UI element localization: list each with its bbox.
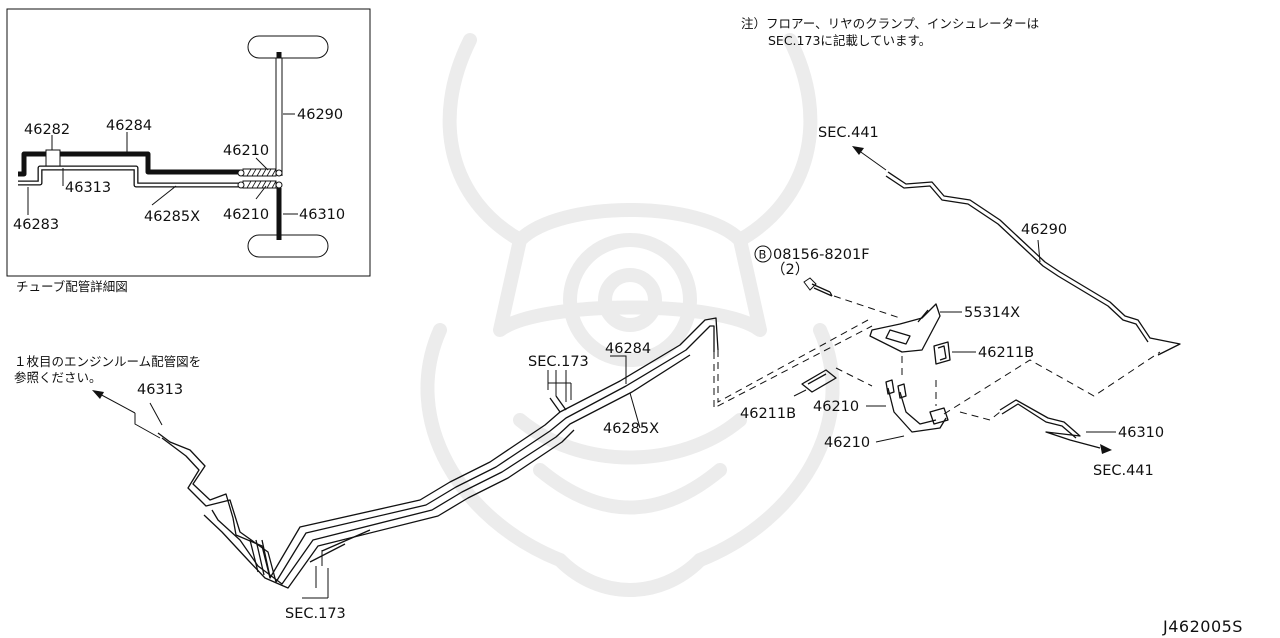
tube-46310: [959, 399, 1116, 454]
inset-label-46290: 46290: [297, 107, 343, 123]
inset-label-46284: 46284: [106, 118, 152, 134]
leader-sec173-mid: [547, 370, 572, 402]
leader-46284: [610, 355, 627, 384]
bolt-08156-8201f: B 08156-8201F （2）: [754, 245, 901, 319]
label-bolt-qty: （2）: [771, 261, 809, 278]
arrow-to-engine-room: [92, 390, 136, 414]
label-sec173-mid: SEC.173: [528, 354, 589, 370]
arrow-sec441-top: [852, 146, 887, 171]
leader-sec173-bottom: [302, 550, 329, 599]
label-bolt-part: 08156-8201F: [773, 247, 870, 263]
label-46310: 46310: [1118, 425, 1164, 441]
inset-label-46313: 46313: [65, 180, 111, 196]
leader-46290: [1037, 239, 1041, 263]
inset-caption: チューブ配管詳細図: [16, 279, 128, 294]
label-46210-b: 46210: [824, 435, 870, 451]
label-46290: 46290: [1021, 222, 1067, 238]
label-46313: 46313: [137, 382, 183, 398]
inset-label-46285x: 46285X: [144, 209, 200, 225]
label-sec441-bottom: SEC.441: [1093, 463, 1154, 479]
hose-46210: [835, 351, 1161, 443]
clip-46211b-left: [793, 369, 837, 397]
rear-wheel-top: [247, 35, 329, 59]
label-46211b-right: 46211B: [978, 345, 1034, 361]
bracket-55314x: [869, 303, 962, 353]
watermark-emblem: [420, 33, 840, 597]
bolt-circle-letter: B: [759, 248, 767, 262]
ref-note-line-2: 参照ください。: [14, 370, 102, 385]
clip-46211b-right: [933, 341, 976, 365]
label-46284: 46284: [605, 341, 651, 357]
label-sec173-bottom: SEC.173: [285, 606, 346, 622]
note-line-1: 注）フロアー、リヤのクランプ、インシュレーターは: [741, 16, 1039, 31]
label-55314x: 55314X: [964, 305, 1020, 321]
diagram-id: J462005S: [1162, 617, 1243, 636]
rear-wheel-bottom: [247, 234, 329, 258]
inset-label-46310: 46310: [299, 207, 345, 223]
ref-note-line-1: １枚目のエンジンルーム配管図を: [14, 354, 201, 369]
inset-label-46282: 46282: [24, 122, 70, 138]
label-46211b-left: 46211B: [740, 406, 796, 422]
note-line-2: SEC.173に記載しています。: [768, 33, 931, 48]
leader-46313: [134, 402, 163, 439]
tube-46290: [885, 171, 1181, 356]
label-46210-a: 46210: [813, 399, 859, 415]
tube-detail-inset: 46282 46284 46290 46210 46313 46285X 462…: [6, 8, 371, 277]
label-sec441-top: SEC.441: [818, 125, 879, 141]
label-46285x: 46285X: [603, 421, 659, 437]
inset-label-46210-bottom: 46210: [223, 207, 269, 223]
leader-46285x: [629, 392, 641, 429]
tube-bundle-46284-46285x: [157, 317, 873, 589]
inset-label-46210-top: 46210: [223, 143, 269, 159]
clamp-46282: [45, 149, 61, 167]
inset-label-46283: 46283: [13, 217, 59, 233]
